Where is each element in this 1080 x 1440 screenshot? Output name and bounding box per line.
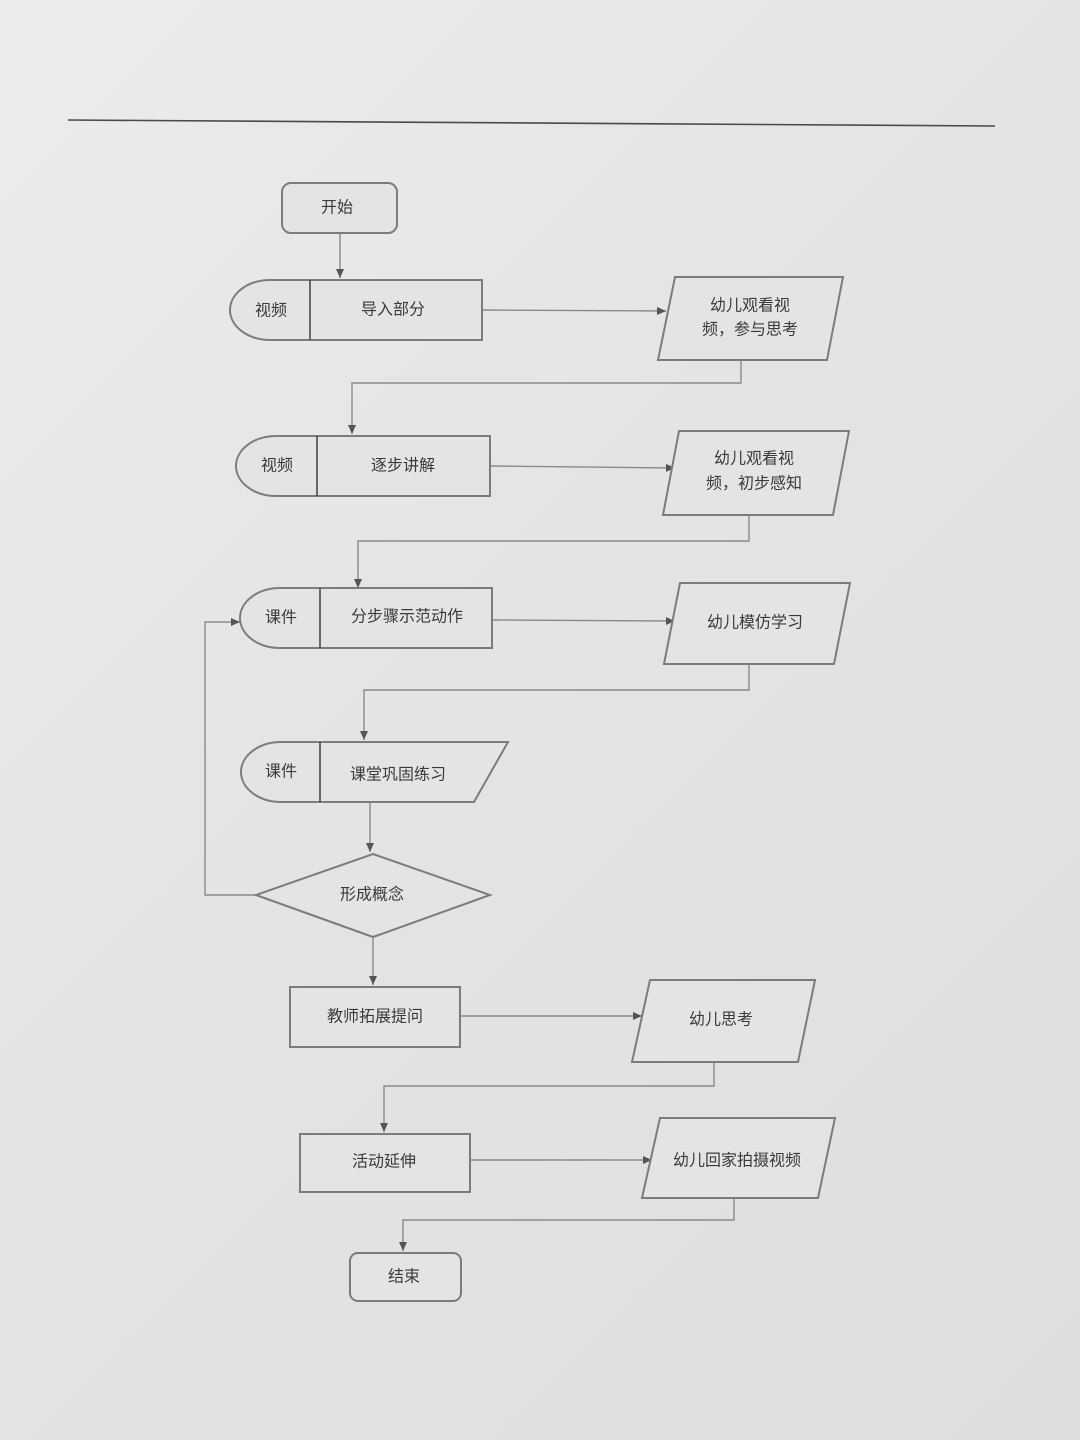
connector-decision-loop-back <box>204 618 256 896</box>
step-question-label: 教师拓展提问 <box>327 1007 423 1026</box>
connector-intro-to-output <box>481 306 667 315</box>
step-intro-label: 导入部分 <box>361 300 425 319</box>
output-extension-line-1: 幼儿回家拍摄视频 <box>673 1151 801 1170</box>
output-question-line-1: 幼儿思考 <box>689 1010 753 1029</box>
step-demo-tag: 课件 <box>265 608 297 627</box>
step-explain: 视频 逐步讲解 <box>235 435 491 497</box>
connectors <box>204 233 750 1251</box>
output-demo-line-1: 幼儿模仿学习 <box>707 613 803 632</box>
connector-demo-to-output <box>491 616 676 625</box>
output-intro-line-1: 幼儿观看视 <box>710 296 790 315</box>
output-extension: 幼儿回家拍摄视频 <box>640 1117 837 1199</box>
step-practice-label: 课堂巩固练习 <box>350 765 446 784</box>
output-demo: 幼儿模仿学习 <box>662 582 852 665</box>
end-label: 结束 <box>388 1267 420 1286</box>
output-intro-line-2: 频，参与思考 <box>702 320 798 339</box>
output-explain-line-2: 频，初步感知 <box>706 474 802 493</box>
end-node: 结束 <box>349 1252 462 1302</box>
output-intro: 幼儿观看视 频，参与思考 <box>656 276 845 361</box>
decision-label: 形成概念 <box>340 885 404 904</box>
connector-output2-to-demo <box>354 515 750 588</box>
step-intro-tag: 视频 <box>255 301 287 320</box>
decision-node: 形成概念 <box>253 852 493 939</box>
step-extension-label: 活动延伸 <box>352 1152 416 1171</box>
step-extension: 活动延伸 <box>299 1133 471 1193</box>
connector-output1-to-explain <box>348 360 742 434</box>
output-explain: 幼儿观看视 频，初步感知 <box>661 430 851 516</box>
step-demo: 课件 分步骤示范动作 <box>239 587 493 649</box>
connector-output5-to-extension <box>380 1062 715 1132</box>
step-question: 教师拓展提问 <box>289 986 461 1048</box>
step-practice-tag: 课件 <box>265 762 297 781</box>
step-explain-tag: 视频 <box>261 456 293 475</box>
start-node: 开始 <box>281 182 398 234</box>
step-intro: 视频 导入部分 <box>229 279 483 341</box>
output-question: 幼儿思考 <box>630 979 817 1063</box>
top-rule <box>67 119 996 127</box>
connector-explain-to-output <box>489 463 676 472</box>
step-demo-label: 分步骤示范动作 <box>351 607 463 626</box>
connector-output3-to-practice <box>360 664 750 740</box>
step-practice: 课件 课堂巩固练习 <box>240 741 510 803</box>
start-label: 开始 <box>321 198 353 217</box>
connector-output6-to-end <box>399 1198 735 1251</box>
step-explain-label: 逐步讲解 <box>371 456 435 475</box>
output-explain-line-1: 幼儿观看视 <box>714 449 794 468</box>
